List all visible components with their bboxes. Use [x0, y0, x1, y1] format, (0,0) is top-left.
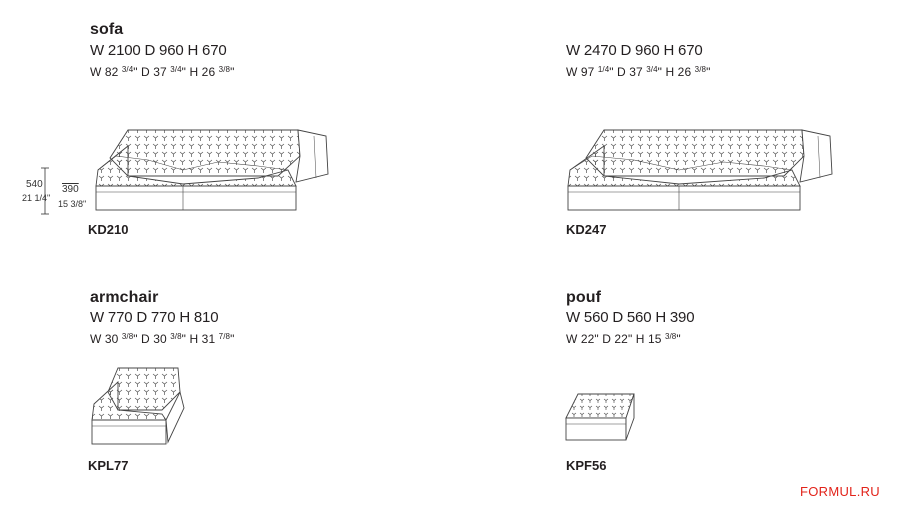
dimensions-inch-kpf56: W 22" D 22" H 15 3/8": [566, 332, 681, 346]
pouf-kpf56-drawing: [562, 390, 642, 446]
product-code-kpf56: KPF56: [566, 458, 607, 473]
dimensions-inch-kd247: W 97 1/4" D 37 3/4" H 26 3/8": [566, 65, 711, 79]
product-title-pouf: pouf: [566, 289, 602, 306]
dimensions-mm-kd210: W 2100 D 960 H 670: [90, 42, 227, 59]
dimensions-inch-kpl77: W 30 3/8" D 30 3/8" H 31 7/8": [90, 332, 235, 346]
sofa-kd210-drawing: [88, 126, 333, 216]
dimensions-mm-kpl77: W 770 D 770 H 810: [90, 309, 219, 326]
height-seat-inch: 15 3/8": [58, 199, 87, 209]
height-total-inch: 21 1/4": [22, 193, 51, 203]
armchair-kpl77-drawing: [88, 364, 188, 450]
product-code-kd247: KD247: [566, 222, 607, 237]
height-dimension-line: [40, 166, 50, 216]
site-watermark: FORMUL.RU: [800, 484, 880, 499]
product-title-armchair: armchair: [90, 289, 159, 306]
dimensions-mm-kd247: W 2470 D 960 H 670: [566, 42, 703, 59]
product-code-kd210: KD210: [88, 222, 129, 237]
dimensions-inch-kd210: W 82 3/4" D 37 3/4" H 26 3/8": [90, 65, 235, 79]
dimensions-mm-kpf56: W 560 D 560 H 390: [566, 309, 695, 326]
height-total-mm: 540: [26, 179, 43, 190]
sofa-kd247-drawing: [564, 126, 839, 216]
height-seat-mm: 390: [62, 184, 79, 195]
product-code-kpl77: KPL77: [88, 458, 129, 473]
product-title-sofa: sofa: [90, 21, 124, 38]
